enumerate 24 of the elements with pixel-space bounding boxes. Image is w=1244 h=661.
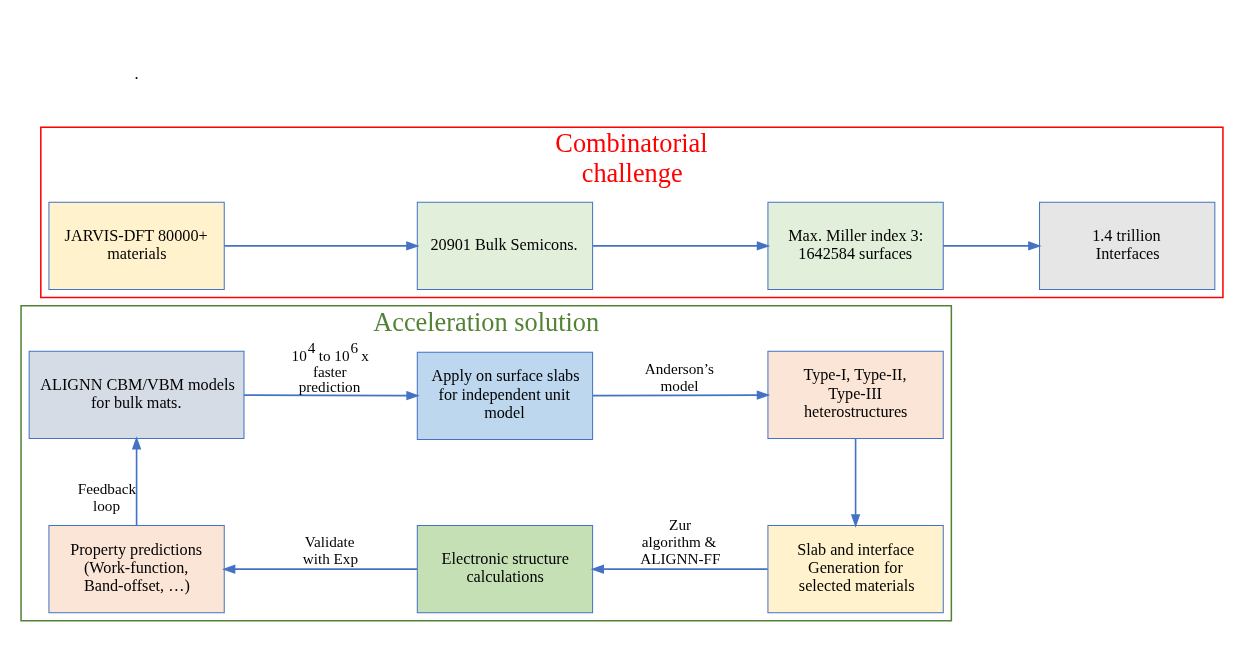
arrow: [942, 241, 1042, 251]
node-box: Apply on surface slabs for independent unit model: [416, 351, 594, 440]
edge-label: Zur algorithm & ALIGNN-FF: [640, 515, 721, 568]
arrow: [243, 390, 420, 401]
node-box: 20901 Bulk Semicons.: [416, 201, 594, 290]
arrow: [590, 564, 769, 574]
arrow: [221, 564, 418, 574]
arrow: [592, 241, 771, 251]
node-box: Slab and interface Generation for selected materials: [767, 525, 944, 614]
arrow: [850, 437, 861, 528]
arrow: [592, 390, 771, 400]
node-box: 1.4 trillion Interfaces: [1039, 201, 1216, 290]
edge-label: Validate with Exp: [302, 532, 359, 568]
node-box: Property predictions (Work-function, Band-offset, …): [48, 525, 225, 614]
arrow: [131, 436, 142, 527]
edge-label: Feedback loop: [77, 479, 137, 515]
node-box: ALIGNN CBM/VBM models for bulk mats.: [28, 350, 245, 439]
node-box: JARVIS-DFT 80000+ materials: [48, 201, 225, 290]
label: .: [134, 65, 139, 84]
edge-label: Anderson’s model: [644, 359, 714, 394]
node-box: Max. Miller index 3: 1642584 surfaces: [767, 201, 944, 290]
arrow: [223, 241, 420, 251]
node-box: Electronic structure calculations: [416, 525, 594, 614]
node-box: Type-I, Type-II, Type-III heterostructures: [767, 350, 944, 439]
